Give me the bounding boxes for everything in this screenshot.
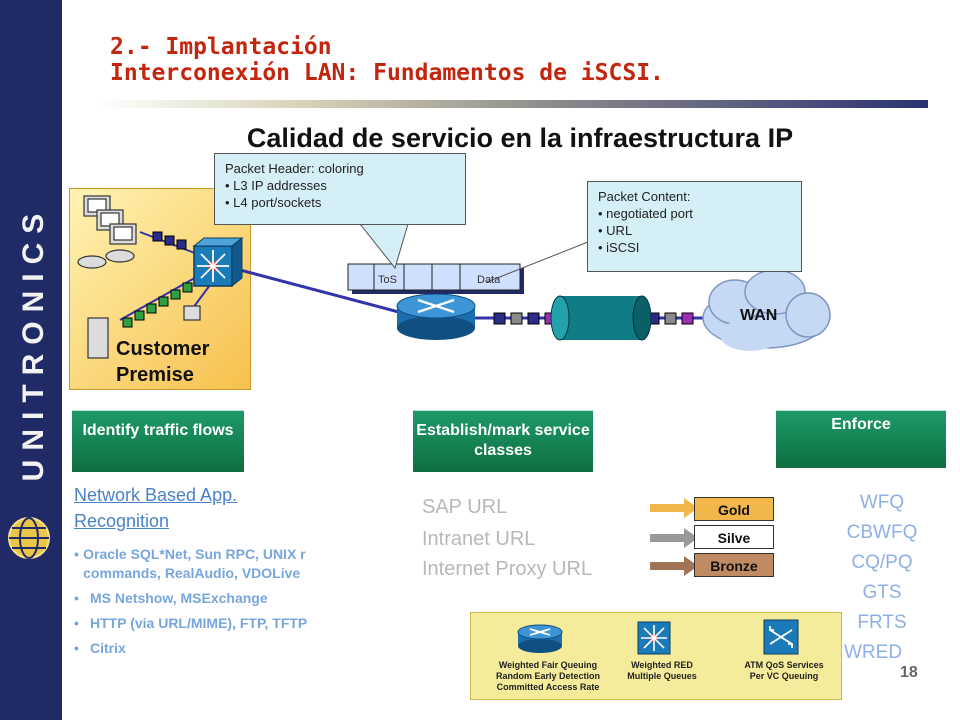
establish-step: Establish/mark service classes [413,410,593,472]
slide-headline: Calidad de servicio en la infraestructur… [246,123,794,153]
wfq-label: Weighted Fair Queuing Random Early Detec… [495,660,601,692]
callout-header-title: Packet Header: coloring [225,161,364,176]
list-item: •Citrix [74,640,126,656]
nbar-bullet-list: •Oracle SQL*Net, Sun RPC, UNIX r command… [74,545,336,658]
router-icon [396,293,476,340]
callout-content-title: Packet Content: [598,189,691,204]
nbar-heading: Network Based App. Recognition [74,485,238,531]
premise-label-line1: Customer [116,338,210,360]
packet-tos-label: ToS [378,274,397,286]
list-item: CQ/PQ [851,552,913,573]
list-item: WRED [844,642,903,663]
wred-label: Weighted RED Multiple Queues [627,660,697,681]
callout-content-item: • URL [598,223,633,238]
class-arrows-icon [650,498,698,576]
packet-header-callout: Packet Header: coloring • L3 IP addresse… [214,153,466,225]
wan-tunnel-icon [550,295,652,341]
globe-logo-icon [8,517,50,559]
url-item: SAP URL [422,496,508,518]
premise-label-line2: Premise [116,364,194,386]
list-item: •Oracle SQL*Net, Sun RPC, UNIX r command… [74,546,306,581]
list-item: GTS [862,582,902,603]
green-packets-icon [122,282,193,328]
wan-cloud-icon [702,269,831,351]
callout-header-item: • L4 port/sockets [225,195,322,210]
packet-content-callout: Packet Content: • negotiated port • URL … [587,181,802,272]
callout-content-item: • iSCSI [598,240,640,255]
list-item: FRTS [857,612,907,633]
atm-label: ATM QoS Services Per VC Queuing [744,660,824,681]
packet-header-diagram [347,263,524,294]
class-gold: Gold [694,497,774,521]
class-silver: Silve [694,525,774,549]
title-rule [96,100,928,108]
packet-squares-icon [152,231,187,250]
list-item: •HTTP (via URL/MIME), FTP, TFTP [74,615,308,631]
callout-header-item: • L3 IP addresses [225,178,327,193]
packet-data-label: Data [477,274,501,286]
network-diagram [77,195,831,359]
queuing-devices [517,619,799,655]
enforce-list: WFQ CBWFQ CQ/PQ GTS FRTS WRED [812,488,960,668]
list-item: •MS Netshow, MSExchange [74,590,268,606]
callout-content-item: • negotiated port [598,206,693,221]
identify-step: Identify traffic flows [72,410,244,472]
url-item: Internet Proxy URL [422,558,593,580]
url-item: Intranet URL [422,528,536,550]
workstation-icon [77,195,201,359]
enforce-step: Enforce [776,410,946,468]
class-bronze: Bronze [694,553,774,577]
page-number: 18 [900,664,918,681]
brand-sidebar [0,0,62,720]
list-item: WFQ [859,492,905,513]
wan-label: WAN [740,307,778,324]
atm-switch-icon [763,619,799,655]
router-icon [517,624,563,653]
multilayer-switch-icon [192,236,244,288]
section-title: 2.- Implantación [110,34,332,60]
list-item: CBWFQ [846,522,918,543]
switch-icon [637,621,671,655]
slide-title: Interconexión LAN: Fundamentos de iSCSI. [110,60,664,86]
